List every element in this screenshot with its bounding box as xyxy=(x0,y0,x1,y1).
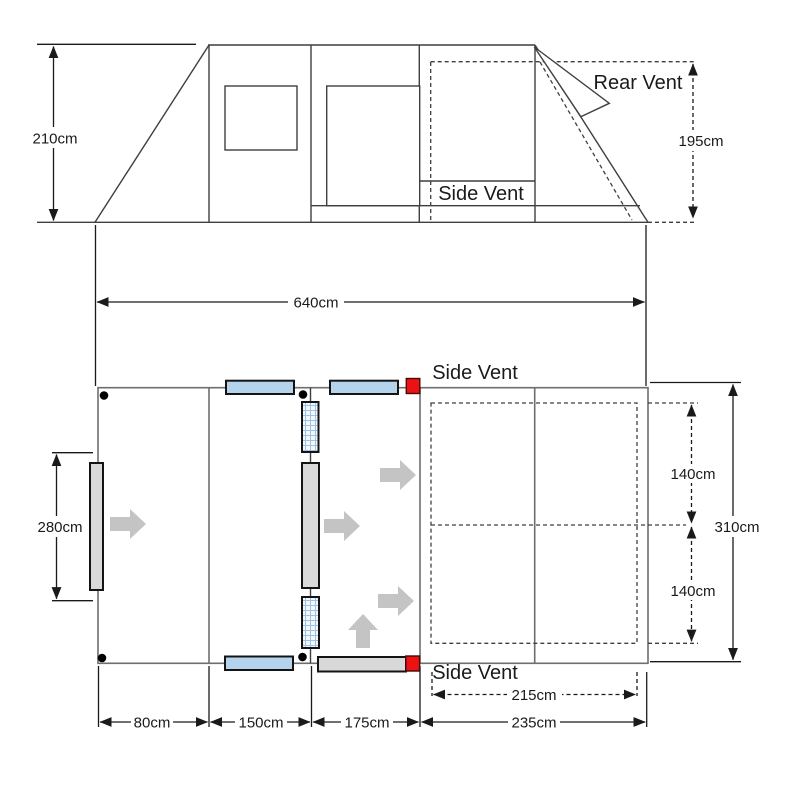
floor-plan-view: Side Vent Side Vent xyxy=(89,362,698,684)
label-backing xyxy=(34,516,84,537)
label-backing xyxy=(288,292,344,313)
dimension-height-right: 195cm xyxy=(677,63,725,219)
side-vent-label: Side Vent xyxy=(438,183,524,205)
dimension-label: 210cm xyxy=(32,131,77,148)
direction-arrow-right xyxy=(380,460,416,490)
dimension-sections-bottom: 80cm 150cm 175cm 235cm xyxy=(97,666,648,732)
rear-vent-label: Rear Vent xyxy=(594,72,683,94)
dimension-label: 235cm xyxy=(511,715,556,732)
label-backing xyxy=(667,581,719,600)
mesh-door-top xyxy=(301,401,320,453)
side-window xyxy=(224,85,298,151)
dimension-label: 80cm xyxy=(134,715,171,732)
label-backing xyxy=(508,712,560,732)
overall-width-dimension: 640cm xyxy=(94,225,647,386)
side-vent-bottom-marker xyxy=(405,655,421,672)
label-backing xyxy=(667,464,719,483)
label-backing xyxy=(710,516,762,537)
front-door xyxy=(89,462,104,591)
label-backing xyxy=(341,712,393,732)
window-top-left xyxy=(225,379,295,396)
dimension-label: 150cm xyxy=(238,715,283,732)
direction-arrow-right xyxy=(324,511,360,541)
dimension-label: 280cm xyxy=(37,519,82,536)
side-elevation-view: Rear Vent Side Vent 210cm 195cm xyxy=(29,43,725,224)
peg-dot xyxy=(298,390,308,399)
front-slope-line xyxy=(94,44,210,223)
dimension-front-door: 280cm xyxy=(34,452,93,602)
bedroom-dashed-outline xyxy=(430,402,638,644)
dimension-total-depth: 310cm xyxy=(650,381,762,663)
rear-vent-flap xyxy=(533,46,611,118)
dimension-label: 140cm xyxy=(670,466,715,483)
side-door xyxy=(326,85,421,207)
peg-dot xyxy=(298,652,307,662)
peg-dot xyxy=(99,391,109,400)
label-backing xyxy=(131,712,173,732)
window-bottom xyxy=(224,655,294,671)
mesh-door-bottom xyxy=(301,596,320,649)
dimension-bed-bottom: 140cm xyxy=(667,526,719,642)
dimension-label: 215cm xyxy=(511,687,556,704)
dimension-label: 640cm xyxy=(293,295,338,312)
dimension-height-left: 210cm xyxy=(29,45,81,222)
floor-outline xyxy=(97,386,649,665)
label-backing xyxy=(677,130,725,151)
center-door xyxy=(301,462,320,589)
dimension-label: 175cm xyxy=(344,715,389,732)
inner-dashed-slope xyxy=(539,61,633,221)
panel-bottom xyxy=(317,656,407,673)
dimension-bed-top: 140cm xyxy=(667,404,719,524)
side-vent-top-label: Side Vent xyxy=(432,362,518,384)
dimension-label: 195cm xyxy=(678,133,723,150)
dimension-label: 310cm xyxy=(714,519,759,536)
dimension-inner-width: 215cm xyxy=(431,672,638,704)
side-vent-bottom-label: Side Vent xyxy=(432,662,518,684)
label-backing xyxy=(235,712,287,732)
dimension-label: 140cm xyxy=(670,583,715,600)
direction-arrow-up xyxy=(348,614,378,648)
direction-arrow-right xyxy=(110,509,146,539)
peg-dot xyxy=(97,653,107,663)
window-top-right xyxy=(329,379,399,396)
direction-arrow-right xyxy=(378,586,414,616)
label-backing xyxy=(507,685,562,704)
side-vent-top-marker xyxy=(405,377,421,395)
label-backing xyxy=(29,127,81,148)
